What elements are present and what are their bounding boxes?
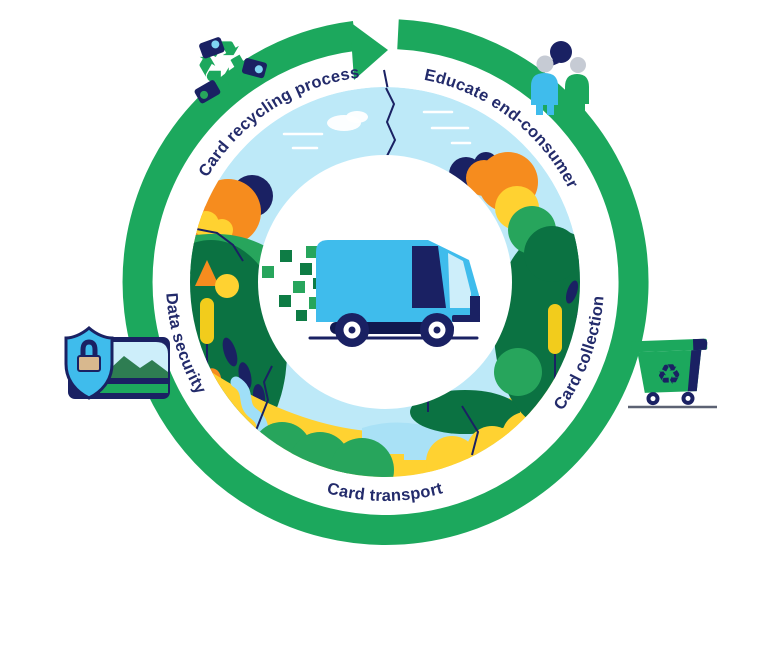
van-front-edge bbox=[470, 296, 480, 322]
van-bumper bbox=[452, 315, 480, 322]
label-card-transport: Card transport bbox=[325, 479, 445, 505]
bushes-upper-right bbox=[449, 152, 580, 282]
cycle-arrow-head-icon bbox=[350, 22, 388, 80]
recycle-cards-icon: ♻ bbox=[194, 27, 267, 104]
recycle-symbol-icon: ♻ bbox=[656, 358, 682, 392]
lock-shackle-icon bbox=[80, 339, 98, 357]
clouds-and-wind bbox=[282, 110, 472, 150]
payment-card bbox=[241, 58, 267, 79]
payment-card bbox=[194, 80, 221, 104]
forest-right bbox=[494, 230, 580, 430]
delivery-van-illustration bbox=[262, 240, 480, 347]
van-front-wheel bbox=[420, 313, 454, 347]
crack-line bbox=[385, 87, 397, 159]
cycle-ring-arc bbox=[122, 19, 649, 545]
cycle-ring bbox=[122, 19, 649, 545]
crack-line bbox=[383, 69, 389, 91]
van-door-window bbox=[412, 246, 446, 308]
consumers-icon bbox=[531, 41, 589, 115]
shield-lock-icon bbox=[64, 326, 170, 400]
van-windshield bbox=[448, 253, 471, 308]
recycling-bin-icon: ♻ bbox=[628, 338, 717, 409]
payment-card bbox=[199, 37, 225, 59]
van-rear-wheel bbox=[335, 313, 369, 347]
lock-body-icon bbox=[77, 355, 101, 372]
